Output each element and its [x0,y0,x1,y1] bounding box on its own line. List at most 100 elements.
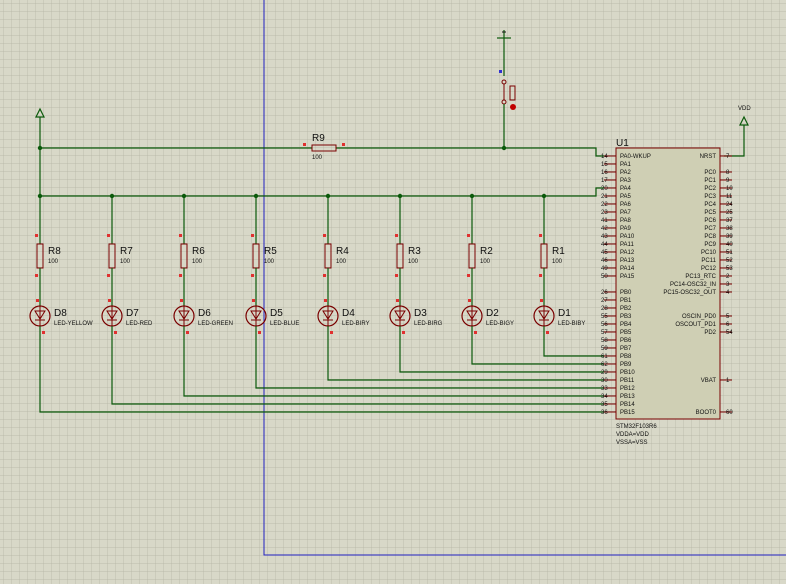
led-ref: D8 [54,308,67,319]
mcu-pin-label: PA5 [620,194,632,200]
mcu-pin-label: PB3 [620,314,632,320]
mcu-pin-number: 54 [726,330,733,336]
mcu-pin-number: 58 [601,338,608,344]
mcu-right-pins: 7NRST8PC09PC110PC211PC324PC425PC537PC638… [663,154,733,416]
wire-to-mcu [543,326,604,357]
mcu-pin-number: 53 [726,266,733,272]
mcu-pin-label: PC13_RTC [685,274,716,280]
resistor-r9[interactable]: R9 100 [303,133,345,161]
mcu-pin-label: PB0 [620,290,632,296]
resistor-value: 100 [120,259,131,265]
mcu-pin-number: 20 [601,186,608,192]
led-channels: R8100D8LED-YELLOWR7100D7LED-REDR6100D6LE… [29,193,604,413]
mcu-pin-number: 17 [601,178,608,184]
mcu-pin-number: 61 [601,354,608,360]
wire-to-mcu [111,326,604,405]
ground-terminal[interactable] [497,30,511,76]
mcu-pin-label: PC9 [704,242,716,248]
mcu-pin-number: 10 [726,186,733,192]
mcu-u1[interactable]: U1 STM32F103R6 VDDA=VDD VSSA=VSS 14 PA0-W… [601,138,733,446]
mcu-pin-label: PA0-WKUP [620,154,651,160]
mcu-part: STM32F103R6 [616,424,657,430]
mcu-pin-number: 52 [726,258,733,264]
resistor-value: 100 [48,259,59,265]
led-value: LED-BIGY [486,321,514,327]
mcu-pin-label: OSCIN_PD0 [682,314,717,320]
mcu-pin-number: 50 [601,274,608,280]
mcu-pin-label: PB7 [620,346,632,352]
power-terminal-left[interactable] [35,107,45,148]
led-value: LED-GREEN [198,321,233,327]
mcu-pin-number: 42 [601,226,608,232]
mcu-pin-number: 25 [726,210,733,216]
mcu-pin-number: 26 [601,290,608,296]
resistor-ref: R6 [192,246,205,257]
led-ref: D4 [342,308,355,319]
mcu-pin-label: PA10 [620,234,635,240]
mcu-pin-number: 6 [726,322,730,328]
mcu-pin-label: PC8 [704,234,716,240]
mcu-pin-label: PD2 [704,330,716,336]
led-value: LED-YELLOW [54,321,93,327]
mcu-pin-label: PC2 [704,186,716,192]
led-ref: D2 [486,308,499,319]
mcu-note-vssa: VSSA=VSS [616,440,648,446]
mcu-pin-number: 14 [601,154,608,160]
mcu-pin-label: PB1 [620,298,632,304]
mcu-pin-label: PA11 [620,242,634,248]
mcu-pin-label: PB8 [620,354,632,360]
mcu-pin-number: 51 [726,250,733,256]
mcu-pin-number: 16 [601,170,608,176]
mcu-pin-label: PB12 [620,386,635,392]
resistor-ref: R8 [48,246,61,257]
mcu-pin-number: 37 [726,218,733,224]
mcu-pin-label: PB9 [620,362,632,368]
wire-to-mcu [183,326,604,397]
r9-value: 100 [312,155,323,161]
mcu-pin-number: 59 [601,346,608,352]
mcu-pin-label: OSCOUT_PD1 [675,322,716,328]
mcu-pin-number: 38 [726,226,733,232]
mcu-pin-label: PA12 [620,250,635,256]
vdd-label: VDD [738,106,751,112]
mcu-pin-number: 21 [601,194,608,200]
wire-to-mcu [471,326,604,365]
mcu-pin-number: 22 [601,202,608,208]
mcu-pin-label: PC1 [704,178,716,184]
resistor-ref: R2 [480,246,493,257]
push-button[interactable] [499,70,516,151]
sheet-border [263,0,786,556]
mcu-pin-label: PA4 [620,186,632,192]
mcu-body [615,147,721,420]
mcu-pin-label: PA14 [620,266,635,272]
led-value: LED-BIRG [414,321,443,327]
mcu-note-vdda: VDDA=VDD [616,432,650,438]
mcu-pin-label: PB6 [620,338,632,344]
wire-to-mcu [399,326,604,373]
mcu-pin-label: PA9 [620,226,632,232]
mcu-ref: U1 [616,138,629,149]
wire-pa0 [504,147,604,157]
mcu-pin-label: PC0 [704,170,716,176]
mcu-pin-label: PB11 [620,378,635,384]
mcu-pin-label: PA7 [620,210,632,216]
mcu-pin-label: PA6 [620,202,632,208]
wire-supply-bus [40,187,604,197]
mcu-pin-number: 36 [601,410,608,416]
mcu-pin-label: PC10 [701,250,717,256]
mcu-pin-number: 30 [601,378,608,384]
mcu-pin-label: PA15 [620,274,635,280]
led-value: LED-BLUE [270,321,299,327]
mcu-pin-label: PC14-OSC32_IN [670,282,716,288]
mcu-pin-number: 1 [726,378,730,384]
wire-to-mcu [39,326,604,413]
mcu-pin-number: 33 [601,386,608,392]
